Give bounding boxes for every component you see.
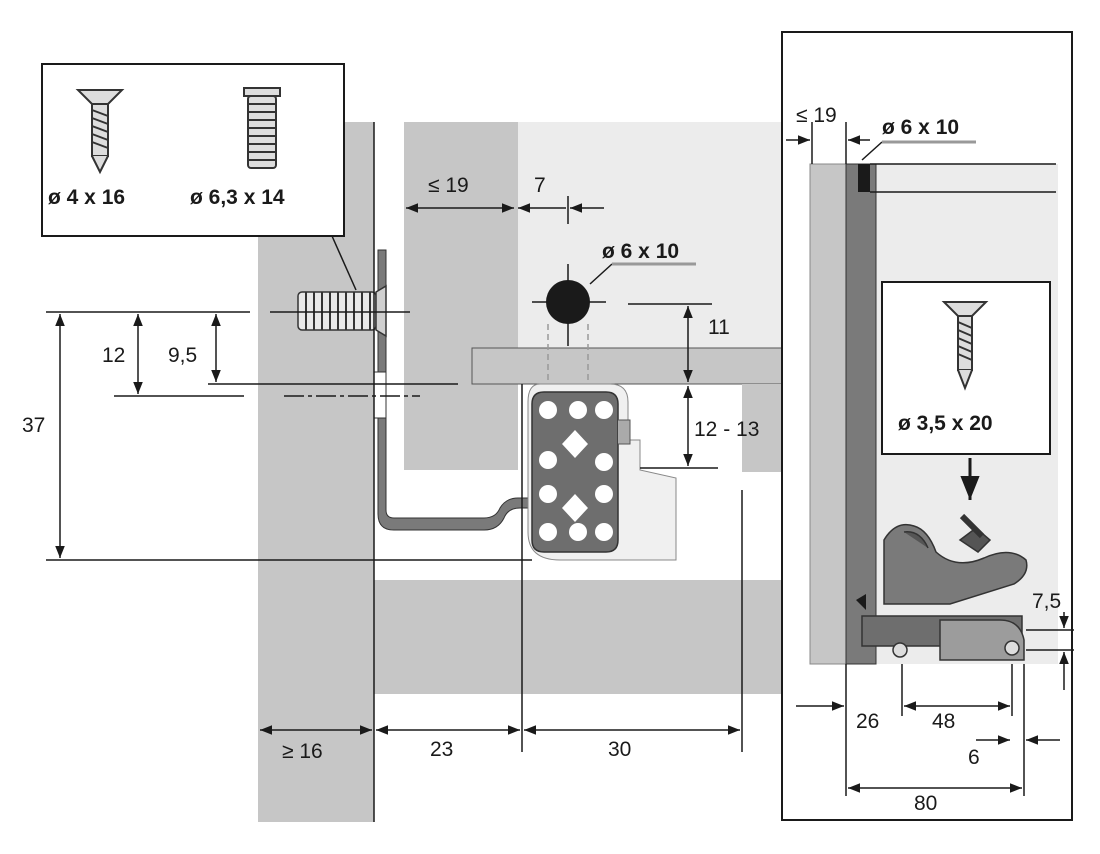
bracket-slot [373,371,387,419]
dim-7-5: 7,5 [1032,590,1061,613]
drawer-base-rail [471,347,783,385]
countersunk-screw-icon [75,89,125,175]
screw-2-label: ø 6,3 x 14 [190,186,285,209]
rail-end-block [742,384,782,472]
dim-37: 37 [22,414,45,437]
dim-hole-6x10-right: ø 6 x 10 [882,116,959,139]
dim-hole-6x10: ø 6 x 10 [602,240,679,263]
drawer-front-edge [845,163,877,665]
dim-le-19-right: ≤ 19 [796,104,837,127]
drawer-bottom-panel [374,580,784,694]
right-detail-panel: ø 3,5 x 20 ≤ 19 ø 6 x 10 7,5 2 [781,31,1074,821]
pointer-arrow-icon [959,513,985,539]
screw-3-5-box: ø 3,5 x 20 [881,281,1051,455]
dim-30: 30 [608,738,631,761]
dim-ge-16: ≥ 16 [282,740,323,763]
dim-80: 80 [914,792,937,815]
euro-screw-icon [243,87,281,169]
left-section-view [46,122,784,822]
cabinet-side-right [809,163,851,665]
screw-1-label: ø 4 x 16 [48,186,125,209]
countersunk-screw-icon-right [941,301,989,391]
screw-3-5x20-label: ø 3,5 x 20 [898,412,993,435]
runner-profile [527,383,677,561]
dim-11: 11 [708,316,730,339]
dim-26: 26 [856,710,879,733]
dim-9-5: 9,5 [168,344,197,367]
locking-device [856,513,1028,661]
dim-12: 12 [102,344,125,367]
dim-le-19: ≤ 19 [428,174,469,197]
cabinet-side-panel [258,122,374,822]
left-dimension-labels: 37 12 9,5 ≤ 19 7 ø 6 x 10 11 12 - 13 ≥ 1… [22,174,759,763]
dim-48: 48 [932,710,955,733]
dowel-marker-right [858,164,870,192]
dim-7: 7 [534,174,546,197]
mounting-screw-icon [297,284,387,338]
dim-6: 6 [968,746,980,769]
drawer-side-panel [404,122,518,470]
dim-12-13: 12 - 13 [694,418,759,441]
screw-legend-box: ø 4 x 16 ø 6,3 x 14 [41,63,345,237]
dim-23: 23 [430,738,453,761]
